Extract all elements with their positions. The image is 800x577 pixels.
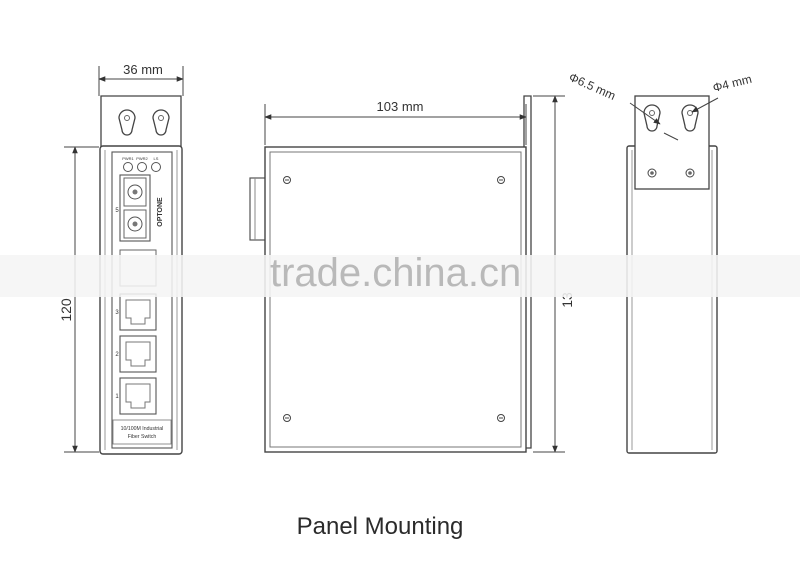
rj45-port-3 [119, 293, 157, 331]
port-number-3: 3 [115, 310, 119, 316]
port-number-2: 2 [115, 352, 119, 358]
brand-name: OPTONE [157, 197, 164, 227]
dimension-depth-label: 103 mm [377, 99, 424, 114]
led-ls [151, 162, 161, 172]
fiber-port [119, 174, 151, 242]
keyhole-slot-right [152, 109, 170, 136]
product-label-box [112, 419, 172, 445]
caption: Panel Mounting [296, 513, 464, 540]
dimension-width: 36 mm [98, 62, 184, 96]
brand-logo: OPTONE [157, 197, 164, 227]
back-body [626, 145, 718, 454]
side-view [249, 95, 532, 453]
dimension-height-left-label: 120 [58, 298, 74, 322]
watermark-text: trade.china.cn [270, 251, 522, 295]
led-label-pwr2: PWR2 [136, 156, 148, 161]
back-screws [647, 168, 695, 178]
product-label-line2: Fiber Switch [128, 434, 157, 440]
side-body [264, 146, 527, 453]
hole-large-label: Φ6.5 mm [567, 70, 618, 103]
led-indicators: PWR1 PWR2 LS [122, 156, 161, 172]
led-pwr2 [137, 162, 147, 172]
keyhole-slot-left [118, 109, 136, 136]
hole-large-leader [629, 102, 661, 125]
side-bracket [523, 95, 532, 449]
hole-small-leader [691, 97, 719, 113]
watermark-band [0, 255, 800, 297]
side-screws [283, 176, 505, 422]
rj45-port-2 [119, 335, 157, 373]
dimension-depth: 103 mm [264, 99, 527, 145]
product-label-line1: 10/100M Industrial [121, 426, 164, 432]
port-number-1: 1 [115, 394, 119, 400]
front-view: PWR1 PWR2 LS 5 OPTONE 3 [99, 95, 183, 455]
din-rail-clip [249, 177, 267, 241]
led-label-pwr1: PWR1 [122, 156, 134, 161]
dimension-height-left: 120 [58, 146, 99, 453]
port-number-5: 5 [115, 208, 119, 214]
hole-small-label: Φ4 mm [711, 72, 753, 95]
led-pwr1 [123, 162, 133, 172]
led-label-ls: LS [154, 156, 159, 161]
back-view: Φ6.5 mm Φ4 mm [567, 70, 753, 454]
dimension-width-label: 36 mm [123, 62, 163, 77]
front-bracket [100, 95, 182, 150]
rj45-port-1 [119, 377, 157, 415]
